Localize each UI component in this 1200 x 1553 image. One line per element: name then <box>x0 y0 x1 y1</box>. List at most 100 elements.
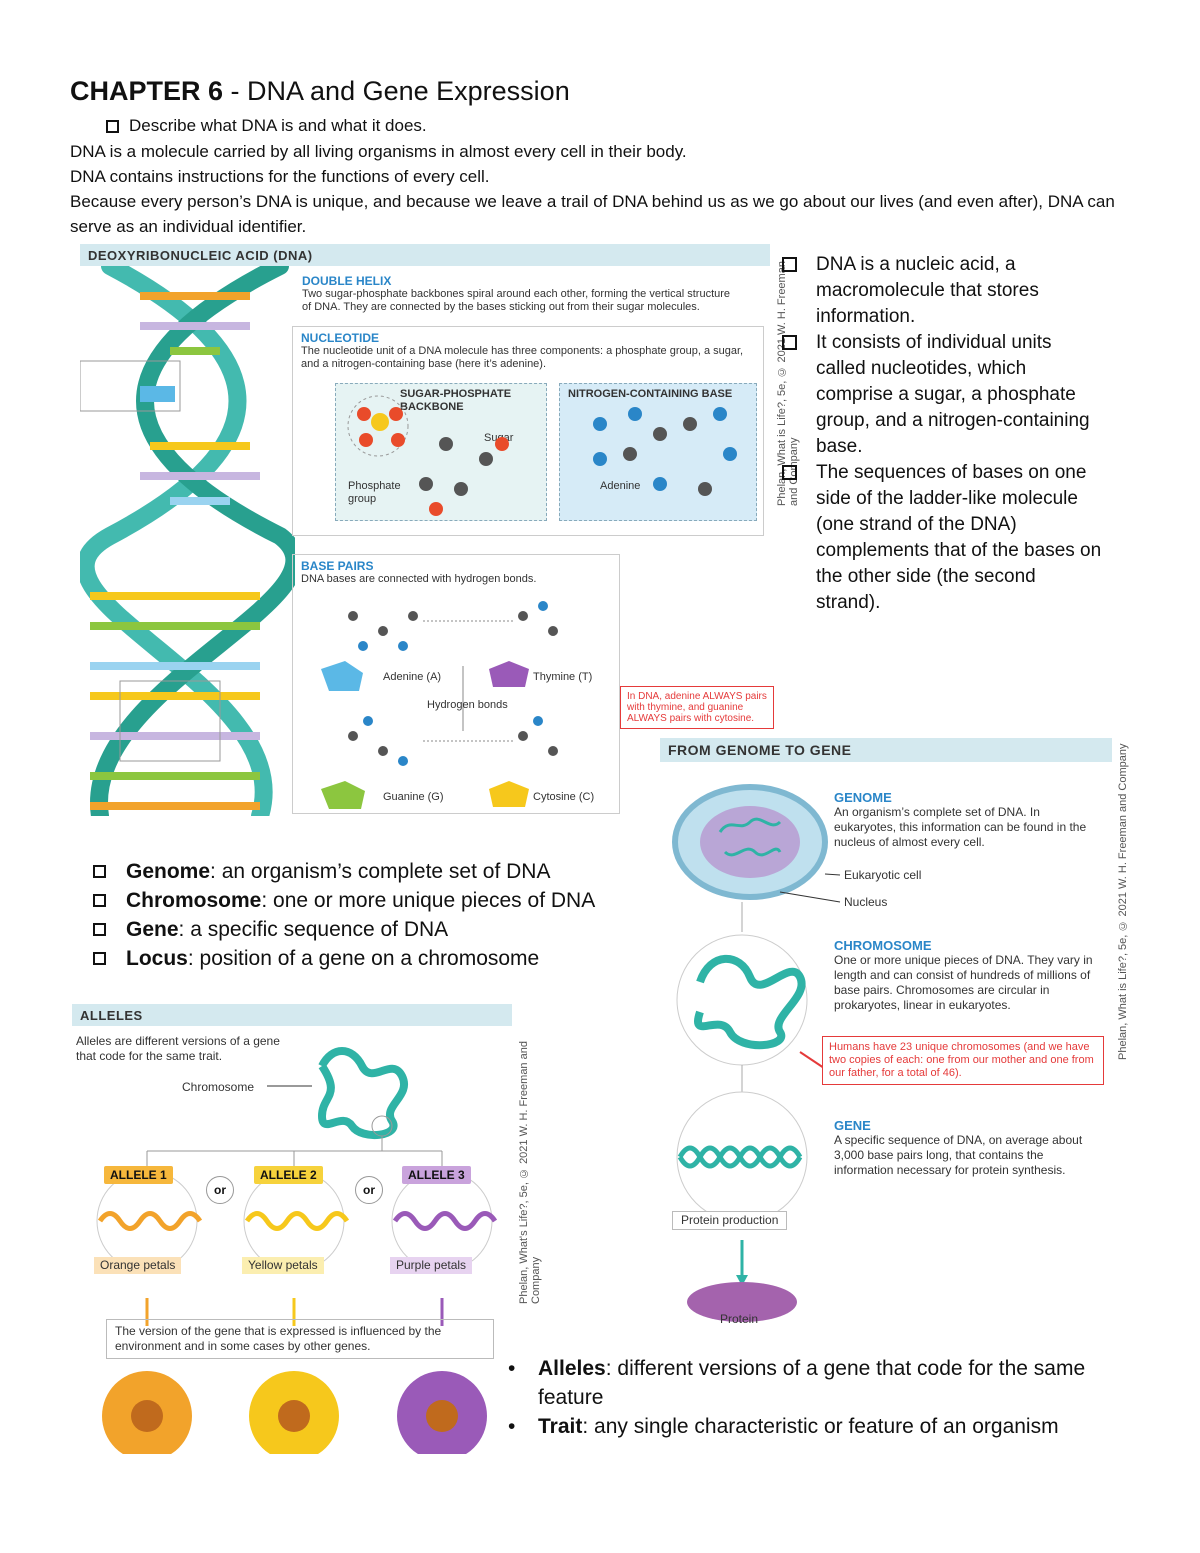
adenine-label: Adenine <box>600 480 641 492</box>
page-title: CHAPTER 6 - DNA and Gene Expression <box>70 76 570 107</box>
dna-figure: DEOXYRIBONUCLEIC ACID (DNA) DOUBLE HELI <box>80 244 774 816</box>
definitions-list: Genome: an organism’s complete set of DN… <box>93 857 613 973</box>
backbone-box: SUGAR-PHOSPHATE BACKBONE Sugar Phosphate… <box>335 383 547 521</box>
alleles-figure-credit: Phelan, What's Life?, 5e, © 2021 W. H. F… <box>518 1041 542 1304</box>
genome-text: An organism’s complete set of DNA. In eu… <box>834 805 1087 849</box>
checkbox-icon[interactable] <box>782 465 797 480</box>
key-point: DNA is a nucleic acid, a macromolecule t… <box>782 252 1102 330</box>
yellow-petals-label: Yellow petals <box>242 1257 324 1274</box>
definition-item: Locus: position of a gene on a chromosom… <box>93 944 613 973</box>
alleles-illustration <box>96 1047 498 1454</box>
purple-petals-label: Purple petals <box>390 1257 473 1274</box>
chapter-label: CHAPTER 6 <box>70 76 224 106</box>
or-badge: or <box>355 1176 383 1204</box>
definition-item: Genome: an organism’s complete set of DN… <box>93 857 613 886</box>
hydrogen-bonds-label: Hydrogen bonds <box>427 699 508 711</box>
nucleotide-panel: NUCLEOTIDE The nucleotide unit of a DNA … <box>292 326 764 536</box>
backbone-label: SUGAR-PHOSPHATE BACKBONE <box>400 388 512 413</box>
chromosome-text: One or more unique pieces of DNA. They v… <box>834 953 1093 1012</box>
base-label: NITROGEN-CONTAINING BASE <box>568 388 733 400</box>
bullet-definitions: • Alleles: different versions of a gene t… <box>506 1354 1096 1441</box>
thymine-pair-label: Thymine (T) <box>533 671 593 683</box>
definition-text: : a specific sequence of DNA <box>178 918 449 941</box>
definition-term: Gene <box>126 918 179 941</box>
flower-orange <box>102 1371 192 1454</box>
bullet-text: : any single characteristic or feature o… <box>582 1415 1059 1438</box>
bullet-term: Alleles <box>538 1357 606 1380</box>
genome-heading: FROM GENOME TO GENE <box>660 738 1112 762</box>
checkbox-icon[interactable] <box>93 894 106 907</box>
eukaryotic-cell-label: Eukaryotic cell <box>844 868 922 882</box>
double-helix-illustration <box>80 266 295 816</box>
phosphate-label: Phosphate group <box>348 480 401 505</box>
definition-text: : an organism’s complete set of DNA <box>210 860 551 883</box>
bullet-item: • Alleles: different versions of a gene t… <box>506 1354 1096 1412</box>
key-point: The sequences of bases on one side of th… <box>782 460 1102 616</box>
intro-line-1: DNA is a molecule carried by all living … <box>70 142 687 161</box>
base-pairs-title: BASE PAIRS <box>301 559 374 573</box>
adenine-molecule <box>593 407 737 496</box>
objective-text: Describe what DNA is and what it does. <box>129 116 427 135</box>
definition-item: Chromosome: one or more unique pieces of… <box>93 886 613 915</box>
intro-line-3: Because every person’s DNA is unique, an… <box>70 192 1115 236</box>
protein-production-label: Protein production <box>672 1211 788 1230</box>
definition-item: Gene: a specific sequence of DNA <box>93 915 613 944</box>
checkbox-icon[interactable] <box>782 335 797 350</box>
genome-illustration <box>672 784 841 1322</box>
pair-note: In DNA, adenine ALWAYS pairs with thymin… <box>620 686 774 729</box>
protein-label: Protein <box>720 1312 759 1326</box>
base-pairs-text: DNA bases are connected with hydrogen bo… <box>301 573 537 585</box>
guanine-pair-label: Guanine (G) <box>383 791 444 803</box>
backbone-molecule <box>347 395 509 516</box>
definition-term: Locus <box>126 947 188 970</box>
checkbox-icon[interactable] <box>106 120 119 134</box>
key-point-text: It consists of individual units called n… <box>816 332 1090 457</box>
checkbox-icon[interactable] <box>93 952 106 965</box>
allele-1-tag: ALLELE 1 <box>104 1166 173 1184</box>
chromosome-title: CHROMOSOME <box>834 938 932 953</box>
gene-title: GENE <box>834 1118 871 1133</box>
orange-petals-label: Orange petals <box>94 1257 182 1274</box>
base-pairs-panel: BASE PAIRS DNA bases are connected with … <box>292 554 620 814</box>
bullet-term: Trait <box>538 1415 583 1438</box>
chapter-title: - DNA and Gene Expression <box>223 76 570 106</box>
intro-line-2: DNA contains instructions for the functi… <box>70 167 490 186</box>
base-box: NITROGEN-CONTAINING BASE Adenine <box>559 383 757 521</box>
expression-note: The version of the gene that is expresse… <box>106 1319 494 1359</box>
nucleotide-title: NUCLEOTIDE <box>301 331 379 345</box>
checkbox-icon[interactable] <box>93 923 106 936</box>
or-badge: or <box>206 1176 234 1204</box>
nucleotide-text: The nucleotide unit of a DNA molecule ha… <box>301 345 744 370</box>
genome-figure-credit: Phelan, What is Life?, 5e, © 2021 W. H. … <box>1117 743 1129 1061</box>
bullet-icon: • <box>508 1357 516 1380</box>
double-helix-caption: DOUBLE HELIX Two sugar-phosphate backbon… <box>302 274 742 314</box>
human-chromosome-note: Humans have 23 unique chromosomes (and w… <box>822 1036 1104 1085</box>
alleles-heading: ALLELES <box>72 1004 512 1026</box>
key-point-text: DNA is a nucleic acid, a macromolecule t… <box>816 254 1039 327</box>
definition-text: : one or more unique pieces of DNA <box>261 889 596 912</box>
genome-title: GENOME <box>834 790 892 805</box>
gene-text: A specific sequence of DNA, on average a… <box>834 1133 1083 1177</box>
chromosome-caption: CHROMOSOME One or more unique pieces of … <box>834 938 1106 1013</box>
bullet-icon: • <box>508 1415 516 1438</box>
objective: Describe what DNA is and what it does. <box>106 113 427 138</box>
intro-text: DNA is a molecule carried by all living … <box>70 139 1140 239</box>
gene-caption: GENE A specific sequence of DNA, on aver… <box>834 1118 1106 1178</box>
cytosine-pair-label: Cytosine (C) <box>533 791 595 803</box>
nucleus-label: Nucleus <box>844 895 888 909</box>
alleles-figure: ALLELES Alleles are different versions o… <box>72 1004 512 1454</box>
bullet-text: : different versions of a gene that code… <box>538 1357 1086 1409</box>
base-pair-molecules <box>321 601 558 809</box>
checkbox-icon[interactable] <box>93 865 106 878</box>
key-point: It consists of individual units called n… <box>782 330 1102 460</box>
genome-caption: GENOME An organism’s complete set of DNA… <box>834 790 1104 850</box>
genome-figure: FROM GENOME TO GENE GENOME An organism’s… <box>660 738 1112 1328</box>
definition-text: : position of a gene on a chromosome <box>187 947 540 970</box>
chromosome-label: Chromosome <box>182 1080 255 1094</box>
dna-figure-heading: DEOXYRIBONUCLEIC ACID (DNA) <box>80 244 770 266</box>
allele-3-tag: ALLELE 3 <box>402 1166 471 1184</box>
double-helix-text: Two sugar-phosphate backbones spiral aro… <box>302 288 731 313</box>
allele-2-tag: ALLELE 2 <box>254 1166 323 1184</box>
definition-term: Chromosome <box>126 889 262 912</box>
checkbox-icon[interactable] <box>782 257 797 272</box>
